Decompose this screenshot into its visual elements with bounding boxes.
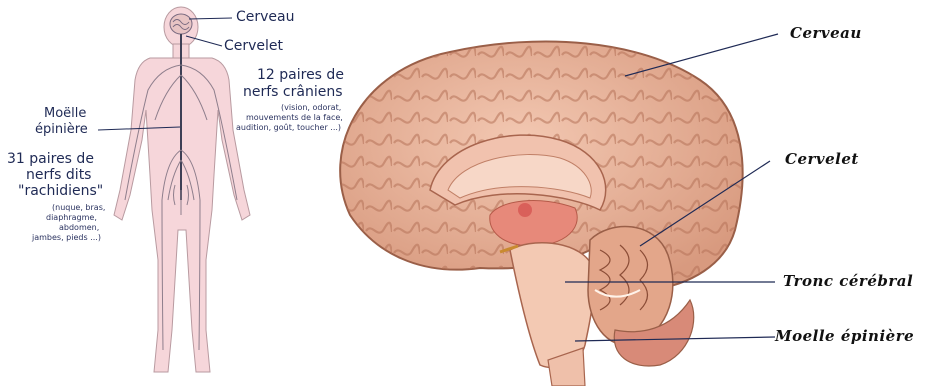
cranial-nerves-detail-2: mouvements de la face, bbox=[246, 113, 343, 122]
brain-label-moelle: Moelle épinière bbox=[775, 327, 914, 345]
cranial-nerves-line1: 12 paires de bbox=[257, 67, 344, 83]
spinal-nerves-detail-3: abdomen, bbox=[59, 223, 99, 232]
cranial-nerves-line2: nerfs crâniens bbox=[243, 84, 343, 100]
body-brain bbox=[170, 14, 192, 34]
spinal-nerves-line3: "rachidiens" bbox=[18, 183, 103, 199]
body-label-moelle-line2: épinière bbox=[35, 122, 88, 137]
brain-label-tronc: Tronc cérébral bbox=[783, 272, 913, 290]
brain-label-cerveau: Cerveau bbox=[790, 24, 862, 42]
body-label-cerveau: Cerveau bbox=[236, 9, 295, 25]
cranial-nerves-detail-1: (vision, odorat, bbox=[281, 103, 341, 112]
cranial-nerves-detail-3: audition, goût, toucher ...) bbox=[236, 123, 341, 132]
spinal-nerves-detail-4: jambes, pieds ...) bbox=[32, 233, 101, 242]
spinal-nerves-detail-2: diaphragme, bbox=[46, 213, 97, 222]
spinal-nerves-line1: 31 paires de bbox=[7, 151, 94, 167]
body-label-moelle-line1: Moëlle bbox=[44, 106, 86, 121]
brain-label-cervelet: Cervelet bbox=[785, 150, 859, 168]
spinal-nerves-detail-1: (nuque, bras, bbox=[52, 203, 105, 212]
spinal-nerves-line2: nerfs dits bbox=[26, 167, 91, 183]
body-label-cervelet: Cervelet bbox=[224, 38, 283, 54]
brain-brainstem bbox=[500, 243, 593, 386]
